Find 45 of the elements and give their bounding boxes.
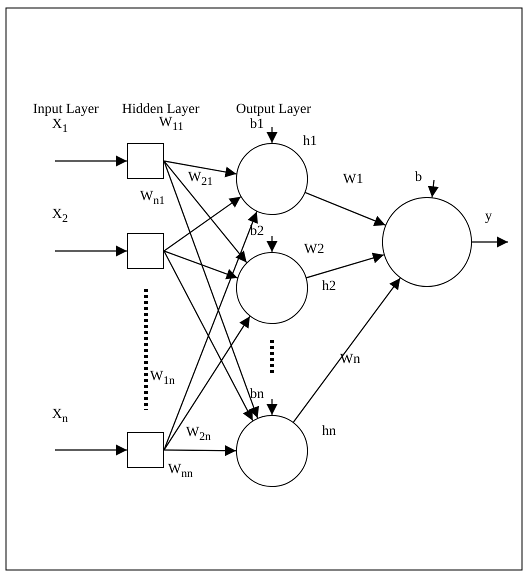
arrow: [266, 399, 278, 415]
weight-label: W$_{2n}$: [186, 426, 211, 444]
weight-label: W$_{nn}$: [168, 463, 193, 481]
arrow: [55, 444, 127, 456]
arrow: [164, 160, 248, 263]
weight-label: W2: [304, 243, 324, 257]
layer-heading: Hidden Layer: [122, 103, 200, 117]
arrow: [428, 180, 439, 198]
output-label: y: [485, 210, 492, 224]
hidden-output-label: h2: [322, 280, 336, 294]
arrow: [55, 156, 127, 166]
weight-label: W1: [343, 173, 364, 187]
arrow: [163, 250, 254, 421]
input-label: X$_{n}$: [52, 408, 68, 426]
input-node-box: [127, 432, 164, 468]
weight-label: W$_{11}$: [159, 116, 184, 134]
weight-label: W$_{n1}$: [140, 190, 165, 208]
hidden-output-label: hn: [322, 425, 336, 439]
arrow: [306, 252, 384, 278]
weight-label: W$_{1n}$: [150, 370, 175, 388]
arrow: [164, 445, 236, 456]
arrow: [292, 278, 401, 422]
bias-label: b1: [250, 118, 264, 132]
input-label: X$_{1}$: [52, 118, 68, 136]
input-label: X$_{2}$: [52, 208, 68, 226]
neuron-circle: [236, 252, 308, 324]
arrow: [472, 236, 508, 248]
bias-label: bn: [250, 388, 264, 402]
arrow: [163, 160, 259, 418]
weight-label: W$_{21}$: [188, 171, 213, 189]
input-node-box: [127, 233, 164, 269]
arrow: [266, 236, 278, 252]
arrow: [164, 250, 238, 280]
weight-label: Wn: [340, 353, 360, 367]
arrow: [164, 316, 250, 450]
bias-label: b: [415, 171, 422, 185]
bias-label: b2: [250, 225, 264, 239]
arrow: [266, 127, 278, 143]
arrow: [305, 192, 386, 226]
arrow: [164, 160, 236, 178]
arrow: [164, 196, 242, 252]
hidden-output-label: h1: [303, 135, 317, 149]
arrow: [55, 246, 127, 256]
input-node-box: [127, 143, 164, 179]
arrow: [163, 211, 258, 450]
